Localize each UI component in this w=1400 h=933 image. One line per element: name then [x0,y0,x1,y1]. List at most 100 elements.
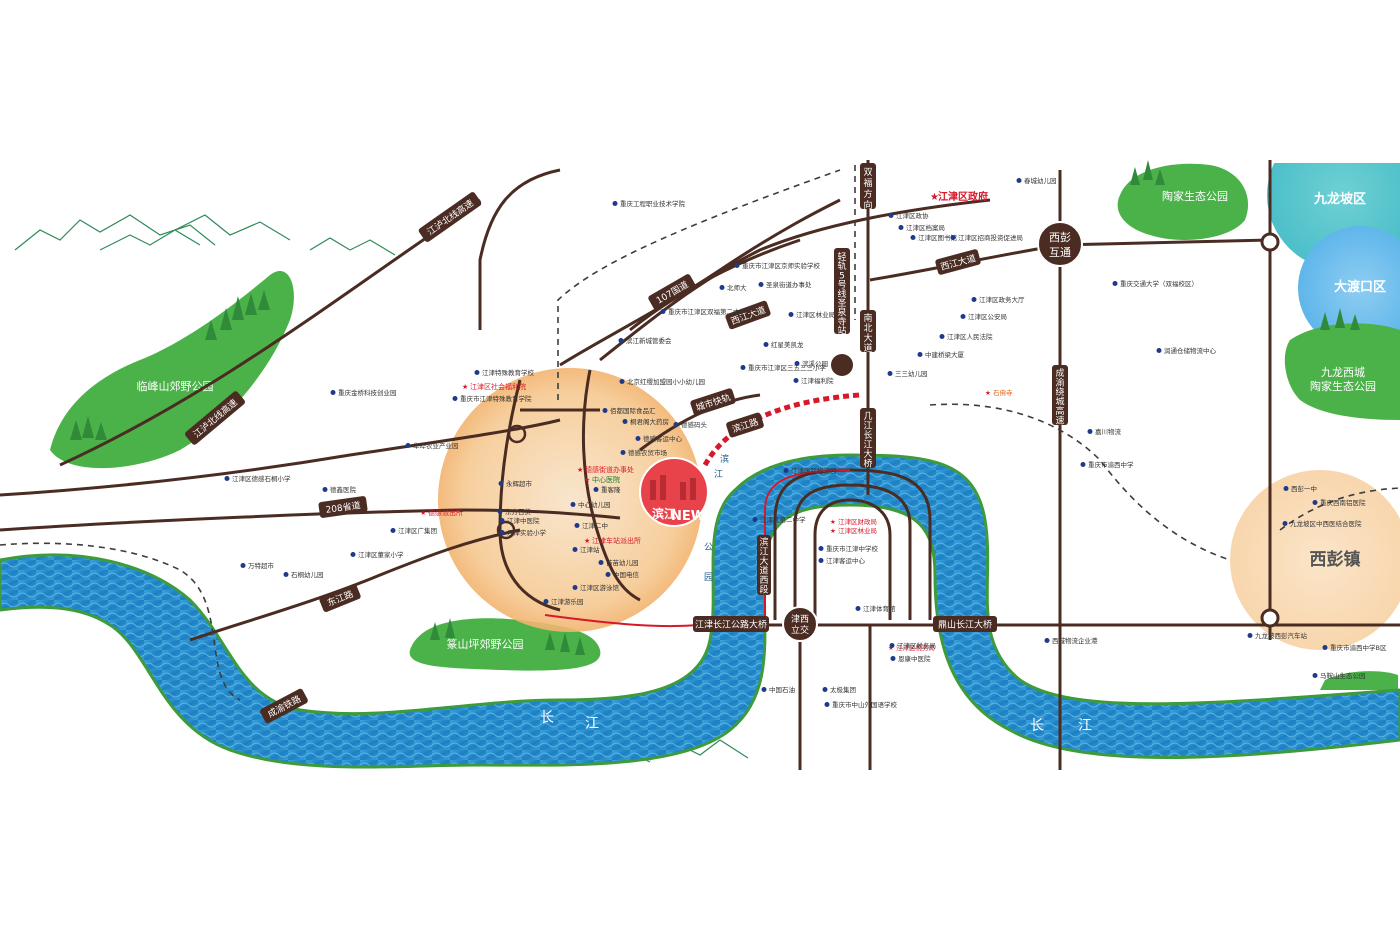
taojia-park-label: 陶家生态公园 [1162,189,1228,203]
poi-layer: ★江津区政府★江津区社会福利院★德感街道办事处★江津车站派出所★中心医院★德感派… [224,176,1387,709]
poi-dot-icon [499,530,505,535]
chengyu_huancheng-char: 城 [1055,397,1064,408]
poi-label: 江津区公安局 [968,312,1007,321]
jiulong-xicheng-line2: 陶家生态公园 [1310,379,1376,393]
light_rail-char: 线 [837,288,846,300]
chengyu_huancheng-char: 绕 [1055,386,1064,398]
jiujiang_bridge-char: 长 [863,429,872,441]
poi-label: 重客隆 [601,485,621,494]
poi-label: 三三幼儿园 [895,369,928,378]
poi-label: 江津区政协 [896,211,929,220]
poi-dot-icon [1112,281,1118,286]
poi-label: 石桐幼儿园 [291,570,324,579]
shuangfu-char: 向 [863,199,872,211]
poi-label: 滨溪公园 [802,359,828,368]
poi-label: 德鑫医院 [330,485,357,494]
poi-dot-icon [635,436,641,441]
poi-red-label: 德感街道办事处 [585,465,634,474]
svg-text:江: 江 [880,435,894,451]
poi-label: 江津区董家小学 [358,550,404,559]
district-jiulongpo: 九龙坡区 [1313,191,1366,207]
svg-text:互通: 互通 [1049,246,1071,259]
poi-dot-icon [889,643,895,648]
poi-dot-icon [917,352,923,357]
poi-label: 江津客运中心 [826,556,866,565]
poi-dot-icon [1016,178,1022,183]
poi-dot-icon [888,213,894,218]
poi-label: 桐君阁大药房 [630,417,669,426]
svg-text:立交: 立交 [791,624,809,636]
poi-dot-icon [793,378,799,383]
poi-label: 华晔农业产业园 [413,441,459,450]
district-dadukou: 大渡口区 [1334,279,1386,295]
poi-label: 江津区税务局 [897,641,936,650]
poi-dot-icon [405,443,411,448]
star-icon: ★ [888,644,894,652]
poi-label: 重庆市江津特殊教育学院 [460,394,532,403]
poi-dot-icon [452,396,458,401]
jiujiang_bridge-char: 桥 [863,458,872,470]
poi-label: 恩康中医院 [898,654,931,663]
poi-label: 重庆市渝西中学B区 [1330,643,1387,652]
star-icon: ★ [830,527,836,535]
poi-label: 北师大 [727,283,747,292]
nanbei-char: 道 [863,342,872,354]
chengyu_huancheng-char: 成 [1055,367,1064,379]
poi-label: 江津区林业局 [796,310,835,319]
poi-dot-icon [1312,673,1318,678]
chengyu_huancheng-char: 渝 [1055,377,1064,389]
poi-dot-icon [818,558,824,563]
poi-dot-icon [1156,348,1162,353]
radius-circle [438,368,702,632]
poi-dot-icon [240,563,246,568]
poi-red-label: 江津车站派出所 [592,536,641,545]
dashed-boundaries [0,165,1400,701]
poi-dot-icon [890,656,896,661]
shuangfu-char: 福 [863,177,872,189]
poi-dot-icon [224,476,230,481]
poi-dot-icon [887,371,893,376]
poi-label: 红星美凯龙 [771,340,804,349]
poi-dot-icon [822,687,828,692]
poi-dot-icon [763,342,769,347]
poi-red-label: 德感派出所 [428,508,463,517]
poi-red-label: 江津区政府 [938,190,988,203]
poi-label: 重庆金桥科技创业园 [338,388,397,397]
poi-dot-icon [719,285,725,290]
jiujiang_bridge-char: 江 [863,440,872,451]
poi-label: 江津特殊教育学校 [482,368,535,377]
star-icon: ★ [420,509,426,517]
poi-label: 江津福利院 [801,376,834,385]
poi-label: 德感农贸市场 [628,448,668,457]
taojia-park: 陶家生态公园 [1117,160,1249,240]
poi-dot-icon [898,225,904,230]
poi-dot-icon [788,312,794,317]
poi-dot-icon [660,309,666,314]
poi-dot-icon [622,419,628,424]
poi-dot-icon [761,687,767,692]
svg-text:江: 江 [585,716,599,732]
poi-dot-icon [572,585,578,590]
poi-dot-icon [1282,521,1288,526]
poi-dot-icon [619,379,625,384]
poi-dot-icon [350,552,356,557]
light_rail-char: 泉 [837,306,846,318]
light-rail-station-icon [831,354,853,376]
poi-dot-icon [322,487,328,492]
star-icon: ★ [462,383,468,391]
project-name-2: NEW [671,509,705,524]
poi-red-label: 江津区财政局 [838,517,877,526]
star-icon: ★ [985,389,991,397]
binjiang_xi-char: 道 [759,565,768,577]
poi-label: 江津区档案局 [906,223,945,232]
poi-label: 中国石油 [769,685,795,694]
poi-label: 江津中医院 [507,516,540,525]
poi-label: 北京红缨加盟园小小幼儿园 [627,377,705,386]
light-rail-extension [702,392,861,467]
poi-dot-icon [910,235,916,240]
binjiang_xi-char: 大 [759,555,768,567]
light_rail-char: 寺 [837,316,846,327]
nanbei-char: 北 [863,323,872,334]
poi-dot-icon [618,338,624,343]
poi-dot-icon [824,702,830,707]
